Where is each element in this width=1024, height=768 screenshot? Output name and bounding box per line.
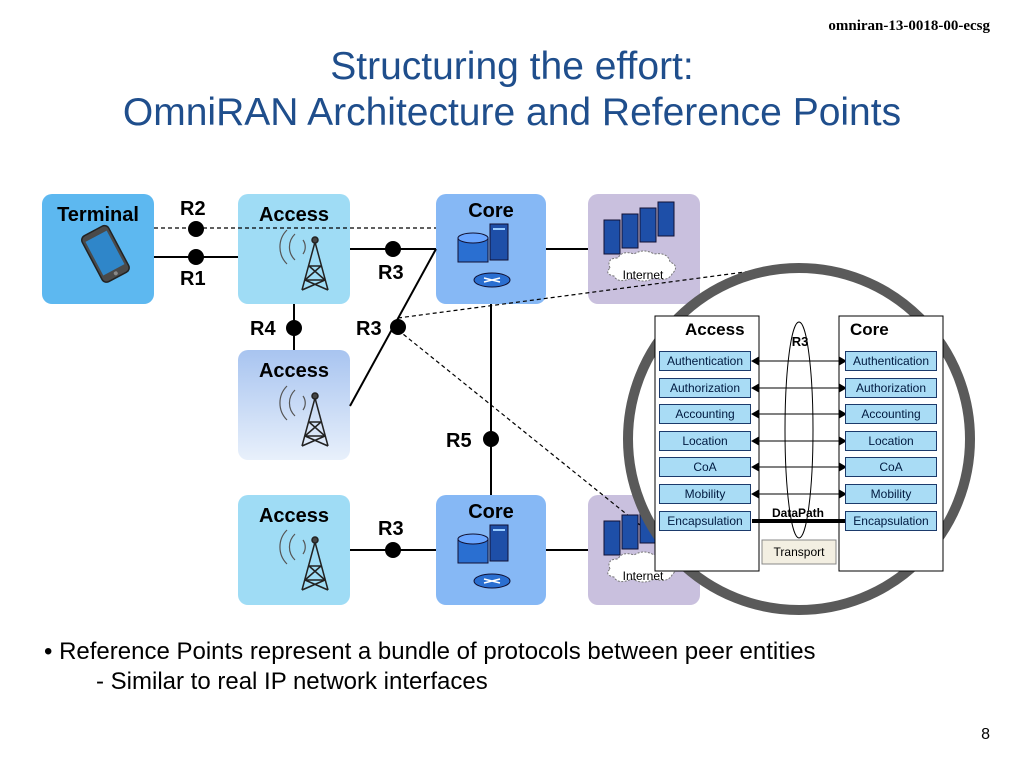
zoom-access-label: Access (685, 320, 745, 339)
core-proto-encapsulation: Encapsulation (845, 511, 937, 531)
core-proto-mobility: Mobility (845, 484, 937, 504)
r2-label: R2 (180, 198, 206, 220)
title-line-1: Structuring the effort: (330, 45, 694, 88)
dashed-lines (154, 227, 761, 526)
slide-title: Structuring the effort: OmniRAN Architec… (0, 44, 1024, 136)
bullet-list: • Reference Points represent a bundle of… (44, 638, 816, 696)
access-node-1: Access (238, 194, 350, 304)
r3-label-bottom: R3 (378, 518, 404, 540)
core-proto-accounting: Accounting (845, 404, 937, 424)
r3-label-mid: R3 (356, 318, 382, 340)
access-label-1: Access (258, 204, 330, 226)
bullet-text-2: Similar to real IP network interfaces (110, 668, 488, 695)
access-node-3: Access (238, 495, 350, 605)
core-equipment-icon (457, 223, 511, 589)
r5-label: R5 (446, 430, 472, 452)
r3-dot-mid (390, 319, 406, 335)
access-proto-location: Location (659, 431, 751, 451)
core-label-2: Core (468, 501, 514, 523)
core-proto-location: Location (845, 431, 937, 451)
title-line-2: OmniRAN Architecture and Reference Point… (122, 91, 902, 134)
core-proto-coa: CoA (845, 457, 937, 477)
datapath-label: DataPath (772, 506, 824, 520)
bullet-text-1: Reference Points represent a bundle of p… (59, 638, 816, 665)
core-proto-authorization: Authorization (845, 378, 937, 398)
transport-box (761, 539, 837, 565)
r5-dot (483, 431, 499, 447)
access-proto-accounting: Accounting (659, 404, 751, 424)
r3-dot-bottom (385, 542, 401, 558)
internet-cloud-icon (603, 201, 676, 583)
r2-dot (188, 221, 204, 237)
terminal-label: Terminal (57, 204, 139, 226)
core-proto-authentication: Authentication (845, 351, 937, 371)
r1-dot (188, 249, 204, 265)
access-proto-mobility: Mobility (659, 484, 751, 504)
access-proto-authorization: Authorization (659, 378, 751, 398)
page-number: 8 (981, 726, 990, 743)
access-label-2: Access (258, 360, 330, 382)
connection-lines (154, 248, 588, 551)
document-id: omniran-13-0018-00-ecsg (828, 18, 990, 34)
phone-icon (81, 224, 130, 283)
internet-label-2: Internet (623, 569, 664, 583)
access-proto-encapsulation: Encapsulation (659, 511, 751, 531)
r3-label-top: R3 (378, 262, 404, 284)
access-node-2: Access (238, 350, 350, 460)
bullet-item-2: - Similar to real IP network interfaces (96, 668, 488, 695)
bullet-item-1: • Reference Points represent a bundle of… (44, 638, 816, 665)
access-label-3: Access (258, 505, 330, 527)
antenna-tower-icon (279, 229, 329, 591)
internet-label-1: Internet (623, 268, 664, 282)
zoom-r3-label: R3 (792, 334, 809, 349)
transport-label: Transport (774, 545, 826, 559)
r1-label: R1 (180, 268, 206, 290)
access-proto-coa: CoA (659, 457, 751, 477)
core-label-1: Core (468, 200, 514, 222)
r4-dot (286, 320, 302, 336)
protocol-arrows (750, 356, 848, 499)
r4-label: R4 (250, 318, 276, 340)
zoom-core-label: Core (850, 320, 889, 339)
access-proto-authentication: Authentication (659, 351, 751, 371)
ref-point-dots (188, 221, 499, 558)
r3-dot-top (385, 241, 401, 257)
